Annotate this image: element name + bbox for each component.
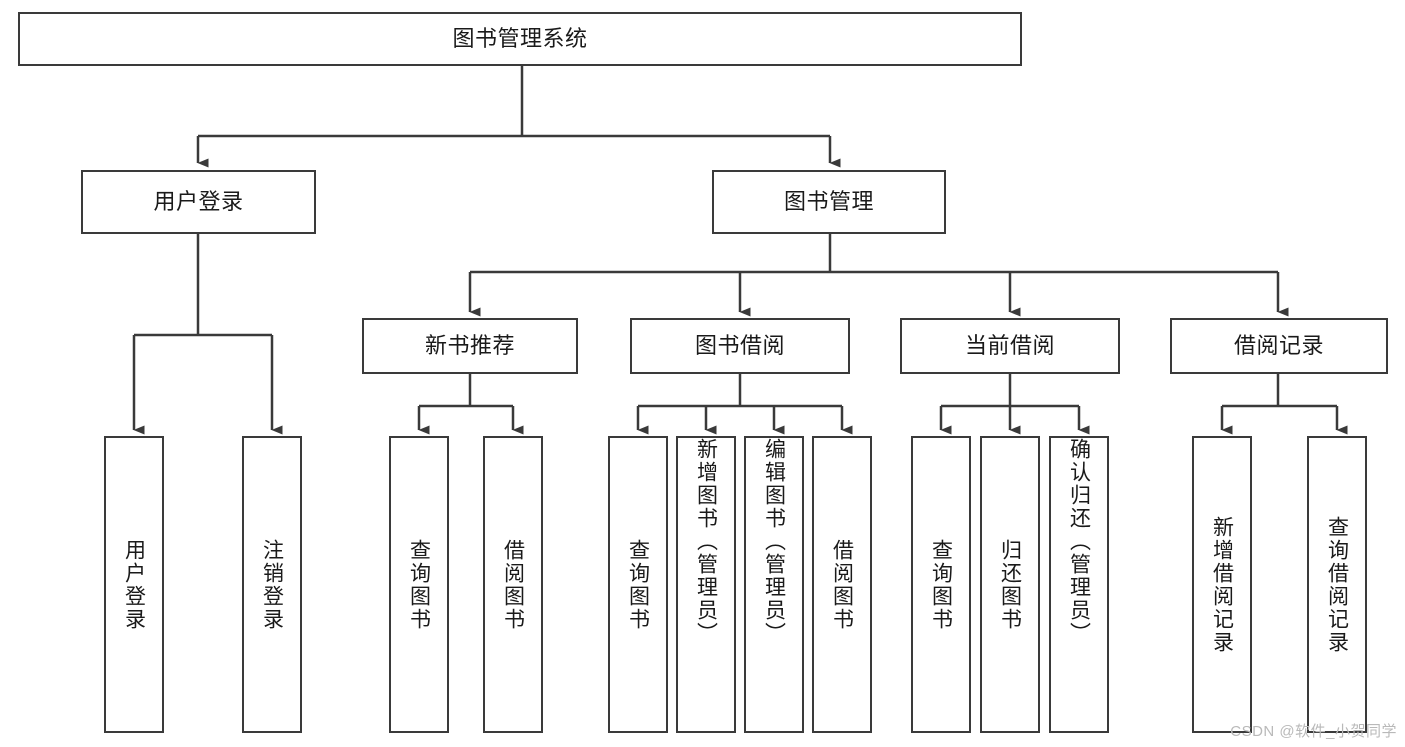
- node-label: 编辑图书（管理员）: [762, 438, 786, 645]
- node-leaf-confirm-return-admin[interactable]: 确认归还（管理员）: [1049, 436, 1109, 733]
- node-leaf-add-borrow-record[interactable]: 新增借阅记录: [1192, 436, 1252, 733]
- node-book-borrow[interactable]: 图书借阅: [630, 318, 850, 374]
- node-label: 借阅记录: [1233, 333, 1324, 359]
- node-leaf-logout[interactable]: 注销登录: [242, 436, 302, 733]
- node-borrow-record[interactable]: 借阅记录: [1170, 318, 1388, 374]
- node-leaf-edit-book-admin[interactable]: 编辑图书（管理员）: [744, 436, 804, 733]
- node-label: 查询图书: [626, 538, 650, 631]
- node-label: 查询图书: [929, 538, 953, 631]
- node-current-borrow[interactable]: 当前借阅: [900, 318, 1120, 374]
- node-label: 新书推荐: [424, 333, 515, 359]
- node-label: 借阅图书: [501, 538, 525, 631]
- node-leaf-user-login[interactable]: 用户登录: [104, 436, 164, 733]
- node-label: 确认归还（管理员）: [1067, 438, 1091, 645]
- node-label: 新增借阅记录: [1210, 515, 1234, 654]
- node-leaf-borrow-book[interactable]: 借阅图书: [812, 436, 872, 733]
- node-new-book-recommend[interactable]: 新书推荐: [362, 318, 578, 374]
- node-label: 借阅图书: [830, 538, 854, 631]
- node-label: 归还图书: [998, 538, 1022, 631]
- node-leaf-return-book[interactable]: 归还图书: [980, 436, 1040, 733]
- node-label: 查询借阅记录: [1325, 515, 1349, 654]
- node-label: 图书管理系统: [452, 26, 588, 52]
- node-label: 图书管理: [783, 189, 874, 215]
- node-leaf-query-book-borrow[interactable]: 查询图书: [608, 436, 668, 733]
- node-leaf-add-book-admin[interactable]: 新增图书（管理员）: [676, 436, 736, 733]
- node-label: 用户登录: [153, 189, 244, 215]
- node-leaf-query-borrow-record[interactable]: 查询借阅记录: [1307, 436, 1367, 733]
- node-book-management[interactable]: 图书管理: [712, 170, 946, 234]
- node-label: 图书借阅: [694, 333, 785, 359]
- node-leaf-query-book-recommend[interactable]: 查询图书: [389, 436, 449, 733]
- node-label: 查询图书: [407, 538, 431, 631]
- node-label: 注销登录: [260, 538, 284, 631]
- node-leaf-borrow-book-recommend[interactable]: 借阅图书: [483, 436, 543, 733]
- node-label: 当前借阅: [964, 333, 1055, 359]
- node-label: 新增图书（管理员）: [694, 438, 718, 645]
- node-user-login[interactable]: 用户登录: [81, 170, 316, 234]
- node-label: 用户登录: [122, 538, 146, 631]
- node-root-book-management-system[interactable]: 图书管理系统: [18, 12, 1022, 66]
- node-leaf-query-book-current[interactable]: 查询图书: [911, 436, 971, 733]
